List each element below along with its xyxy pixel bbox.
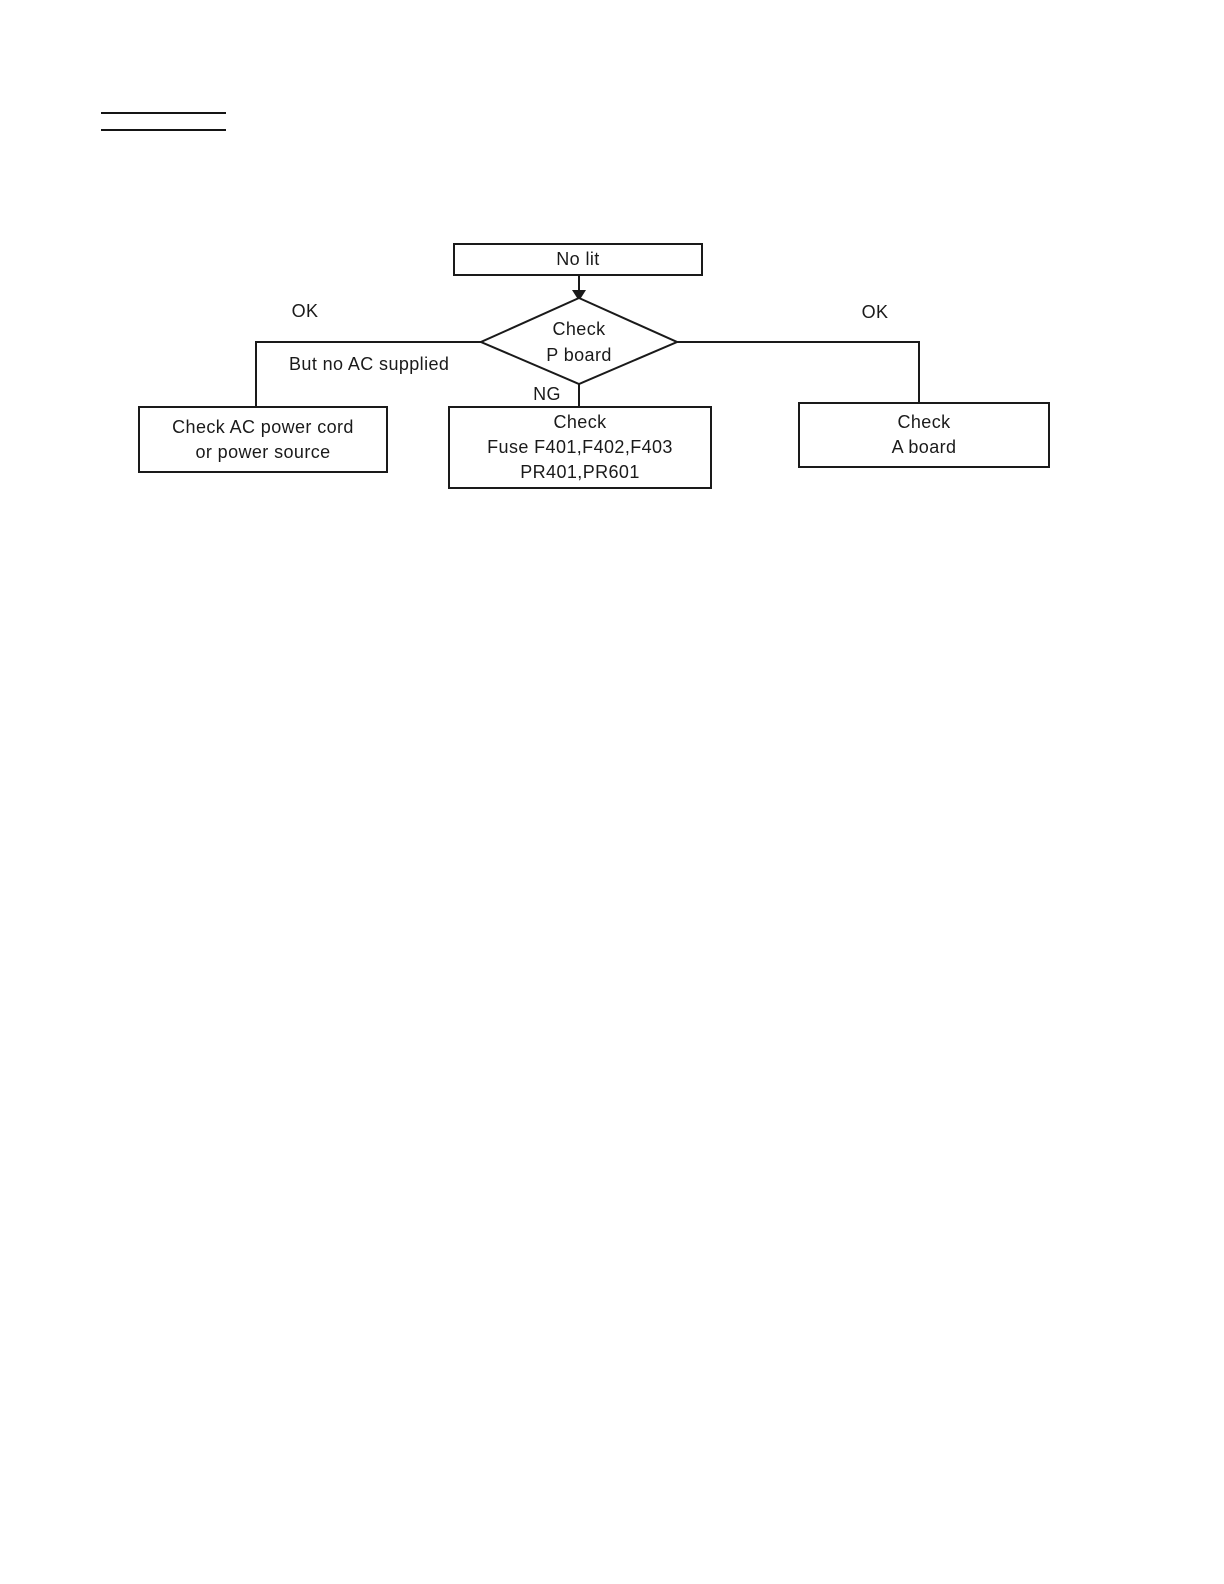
- decision-node-label: Check P board: [546, 318, 612, 365]
- connector-left-horizontal: [255, 341, 483, 343]
- connector-left-vertical: [255, 341, 257, 407]
- label-condition-left: But no AC supplied: [289, 354, 450, 374]
- start-node: No lit: [453, 243, 703, 276]
- label-ok-left: OK: [291, 301, 319, 321]
- outcome-box-ac-power: Check AC power cord or power source: [138, 406, 388, 473]
- outcome-box-a-board: Check A board: [798, 402, 1050, 468]
- start-node-label: No lit: [556, 249, 600, 269]
- connector-right-vertical: [918, 341, 920, 403]
- connector-start-to-decision: [578, 276, 580, 292]
- outcome-box-fuse: Check Fuse F401,F402,F403 PR401,PR601: [448, 406, 712, 489]
- decision-node: Check P board: [479, 297, 679, 386]
- label-ok-right: OK: [861, 302, 889, 322]
- connector-decision-to-center: [578, 383, 580, 407]
- label-ng: NG: [533, 384, 561, 404]
- connector-right-horizontal: [677, 341, 920, 343]
- heading-rule-bottom: [101, 129, 226, 131]
- arrowhead-down-icon: [572, 290, 586, 301]
- heading-rule-top: [101, 112, 226, 114]
